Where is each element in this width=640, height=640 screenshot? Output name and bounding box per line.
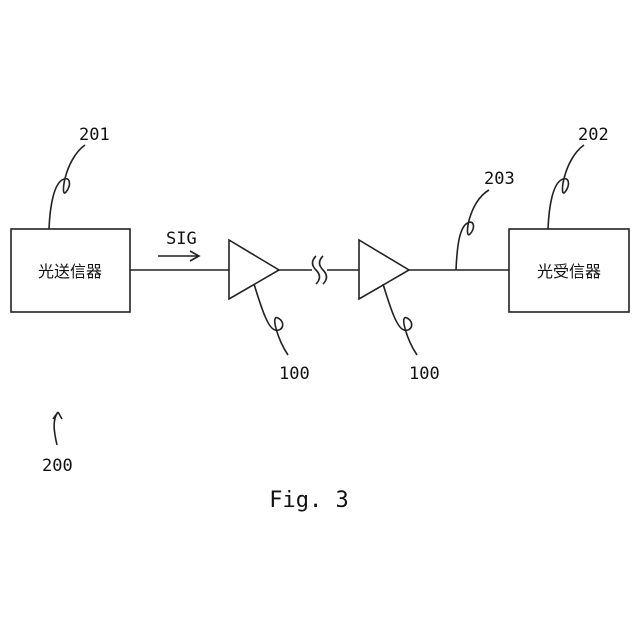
leader-201 [49,145,85,229]
line-break-symbol-2 [320,256,327,284]
line-break-symbol [313,256,320,284]
transmitter-label: 光送信器 [38,262,102,281]
ref-200: 200 [42,456,73,476]
leader-100-amp1 [254,284,288,355]
ref-100-amp1: 100 [279,364,310,384]
leader-200 [53,412,62,445]
ref-100-amp2: 100 [409,364,440,384]
amplifier-1 [229,240,279,299]
ref-202: 202 [578,125,609,145]
ref-201: 201 [79,125,110,145]
leader-203 [456,190,489,270]
amplifier-2 [359,240,409,299]
ref-203: 203 [484,169,515,189]
leader-100-amp2 [383,284,417,355]
leader-202 [548,145,584,229]
receiver-label: 光受信器 [537,262,601,281]
figure-caption: Fig. 3 [269,488,348,513]
signal-label: SIG [166,229,197,249]
